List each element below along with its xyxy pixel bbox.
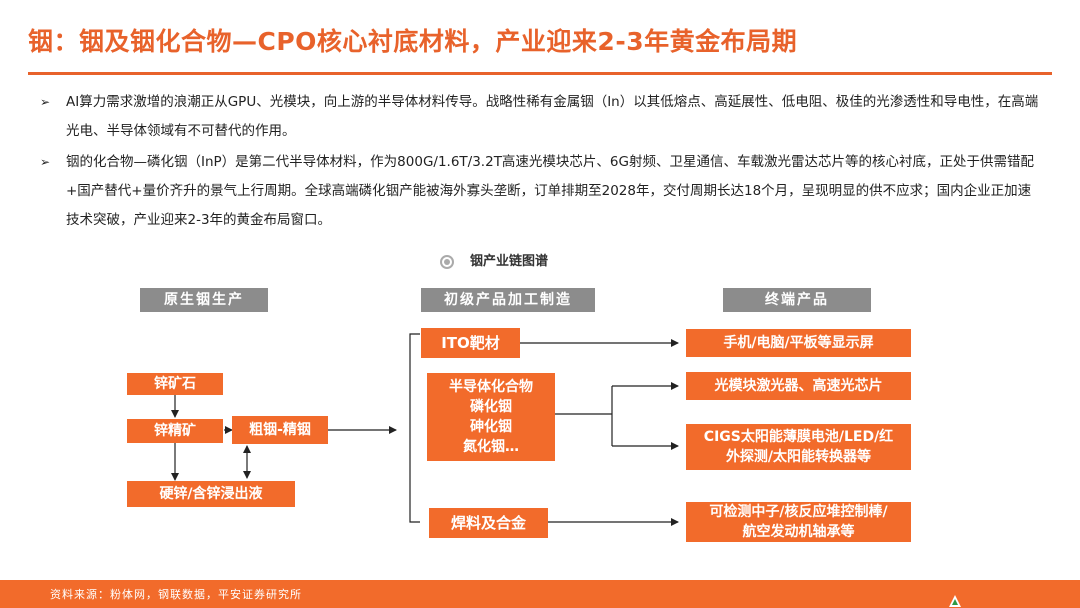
footer-bar: 资料来源：粉体网，钢联数据，平安证券研究所 bbox=[0, 580, 1080, 608]
brand-logo-icon bbox=[949, 595, 961, 607]
box-ito-target: ITO靶材 bbox=[421, 328, 520, 358]
bullet-item-2: ➢ 铟的化合物—磷化铟（InP）是第二代半导体材料，作为800G/1.6T/3.… bbox=[40, 148, 1040, 235]
box-nuclear-aerospace: 可检测中子/核反应堆控制棒/ 航空发动机轴承等 bbox=[686, 502, 911, 542]
diagram-caption: 铟产业链图谱 bbox=[440, 250, 548, 269]
bullet-item-1: ➢ AI算力需求激增的浪潮正从GPU、光模块，向上游的半导体材料传导。战略性稀有… bbox=[40, 88, 1040, 146]
target-circle-icon bbox=[440, 254, 454, 269]
arrow-bullet-icon: ➢ bbox=[40, 155, 51, 169]
compound-line: 半导体化合物 bbox=[449, 379, 533, 395]
header-terminal-products: 终端产品 bbox=[723, 288, 871, 312]
compound-line: 磷化铟 bbox=[470, 399, 512, 415]
header-primary-processing: 初级产品加工制造 bbox=[421, 288, 595, 312]
box-zinc-concentrate: 锌精矿 bbox=[127, 419, 223, 443]
box-crude-refined-indium: 粗铟-精铟 bbox=[232, 416, 328, 444]
arrow-bullet-icon: ➢ bbox=[40, 95, 51, 109]
compound-line: 氮化铟… bbox=[463, 439, 519, 455]
box-cigs-solar: CIGS太阳能薄膜电池/LED/红 外探测/太阳能转换器等 bbox=[686, 424, 911, 470]
diagram-caption-text: 铟产业链图谱 bbox=[470, 254, 549, 269]
box-zinc-ore: 锌矿石 bbox=[127, 373, 223, 395]
header-raw-indium: 原生铟生产 bbox=[140, 288, 268, 312]
source-note: 资料来源：粉体网，钢联数据，平安证券研究所 bbox=[50, 588, 302, 601]
box-displays: 手机/电脑/平板等显示屏 bbox=[686, 329, 911, 357]
nuclear-line: 航空发动机轴承等 bbox=[742, 524, 855, 540]
arrow-compounds-branch bbox=[555, 382, 679, 450]
box-solder-alloy: 焊料及合金 bbox=[429, 508, 548, 538]
cigs-line: 外探测/太阳能转换器等 bbox=[725, 449, 872, 465]
box-hard-zinc: 硬锌/含锌浸出液 bbox=[127, 481, 295, 507]
page-title: 铟：铟及铟化合物—CPO核心衬底材料，产业迎来2-3年黄金布局期 bbox=[28, 27, 798, 56]
box-semiconductor-compounds: 半导体化合物 磷化铟 砷化铟 氮化铟… bbox=[427, 373, 555, 461]
nuclear-line: 可检测中子/核反应堆控制棒/ bbox=[709, 504, 888, 520]
title-divider bbox=[28, 72, 1052, 75]
compound-line: 砷化铟 bbox=[470, 419, 512, 435]
bullet-text-2: 铟的化合物—磷化铟（InP）是第二代半导体材料，作为800G/1.6T/3.2T… bbox=[66, 154, 1034, 228]
box-optical-modules: 光模块激光器、高速光芯片 bbox=[686, 372, 911, 400]
primary-bracket bbox=[409, 333, 420, 523]
bullet-text-1: AI算力需求激增的浪潮正从GPU、光模块，向上游的半导体材料传导。战略性稀有金属… bbox=[66, 94, 1039, 139]
cigs-line: CIGS太阳能薄膜电池/LED/红 bbox=[703, 429, 894, 445]
